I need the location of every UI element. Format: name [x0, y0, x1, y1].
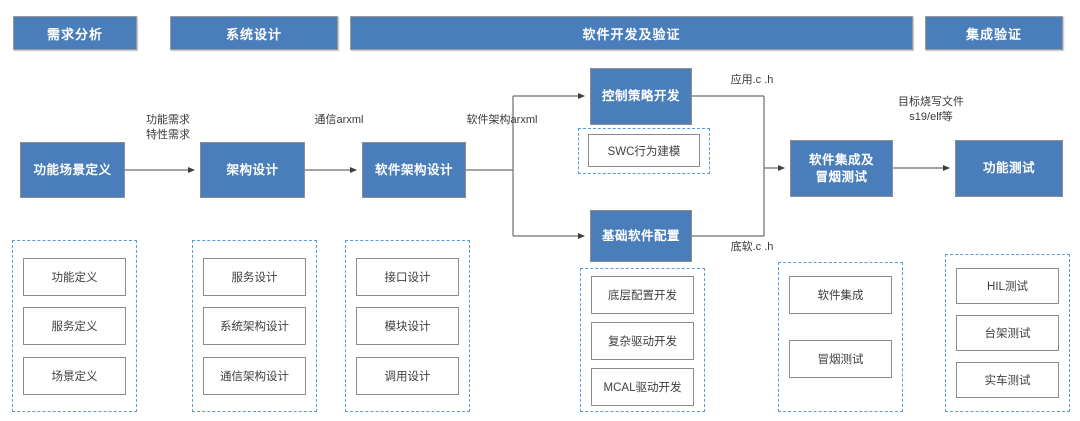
edge-label-software-architecture-arxml: 软件架构arxml	[466, 114, 538, 126]
phase-label: 需求分析	[46, 26, 103, 42]
group-system-design-items	[192, 240, 317, 412]
edge-label-functional-requirement: 功能需求 特性需求	[146, 114, 190, 141]
sub-box-vehicle-test[interactable]: 实车测试	[956, 362, 1059, 398]
edge-label-target-flash-file: 目标烧写文件 s19/elf等	[898, 96, 964, 123]
process-box-scenario-definition[interactable]: 功能场景定义	[20, 142, 125, 198]
sub-box-bottom-layer-config-development[interactable]: 底层配置开发	[591, 276, 694, 314]
sub-box-complex-driver-development[interactable]: 复杂驱动开发	[591, 322, 694, 360]
phase-header-integration: 集成验证	[925, 16, 1063, 50]
phase-header-software: 软件开发及验证	[350, 16, 913, 50]
process-box-basic-software-configuration[interactable]: 基础软件配置	[590, 210, 692, 262]
group-requirement-items	[12, 240, 137, 412]
sub-box-function-definition[interactable]: 功能定义	[23, 258, 126, 296]
phase-label: 系统设计	[225, 26, 282, 42]
group-swc-behavior-modeling	[578, 128, 710, 174]
phase-label: 集成验证	[965, 26, 1022, 42]
edge-label-application-c-h: 应用.c .h	[730, 74, 774, 86]
group-software-architecture-items	[345, 240, 470, 412]
group-verification-items	[945, 254, 1070, 412]
process-box-control-strategy-development[interactable]: 控制策略开发	[590, 68, 692, 125]
edge-label-communication-arxml: 通信arxml	[314, 114, 364, 126]
sub-box-mcal-driver-development[interactable]: MCAL驱动开发	[591, 368, 694, 406]
sub-box-swc-modeling[interactable]: SWC行为建模	[588, 134, 700, 167]
sub-box-system-architecture-design[interactable]: 系统架构设计	[203, 307, 306, 345]
sub-box-scenario-definition[interactable]: 场景定义	[23, 357, 126, 395]
process-box-software-architecture-design[interactable]: 软件架构设计	[362, 142, 466, 198]
sub-box-bench-test[interactable]: 台架测试	[956, 315, 1059, 351]
sub-box-smoke-test[interactable]: 冒烟测试	[789, 340, 892, 378]
sub-box-hil-test[interactable]: HIL测试	[956, 268, 1059, 304]
sub-box-interface-design[interactable]: 接口设计	[356, 258, 459, 296]
phase-header-system: 系统设计	[170, 16, 338, 50]
sub-box-service-design[interactable]: 服务设计	[203, 258, 306, 296]
phase-label: 软件开发及验证	[582, 26, 681, 42]
process-box-software-integration-smoke-test[interactable]: 软件集成及 冒烟测试	[790, 140, 893, 197]
phase-header-requirement: 需求分析	[13, 16, 137, 50]
process-box-architecture-design[interactable]: 架构设计	[200, 142, 305, 198]
group-integration-items	[778, 262, 903, 412]
sub-box-software-integration[interactable]: 软件集成	[789, 276, 892, 314]
group-basic-software-items	[580, 268, 705, 412]
sub-box-service-definition[interactable]: 服务定义	[23, 307, 126, 345]
process-box-function-test[interactable]: 功能测试	[955, 140, 1063, 197]
sub-box-call-design[interactable]: 调用设计	[356, 357, 459, 395]
sub-box-module-design[interactable]: 模块设计	[356, 307, 459, 345]
sub-box-communication-architecture-design[interactable]: 通信架构设计	[203, 357, 306, 395]
edge-label-basic-software-c-h: 底软.c .h	[730, 241, 774, 253]
